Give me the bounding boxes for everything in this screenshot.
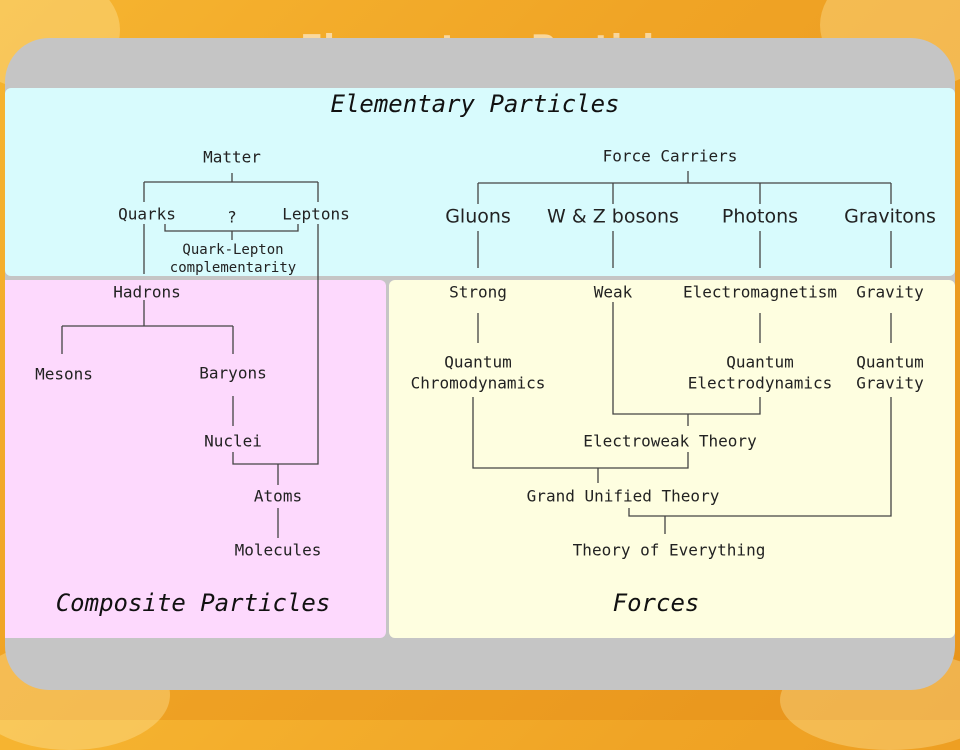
node-force-carriers: Force Carriers bbox=[602, 146, 738, 166]
composite-particles-region bbox=[5, 280, 386, 638]
node-gluons: Gluons bbox=[445, 205, 511, 228]
node-nuclei: Nuclei bbox=[204, 431, 262, 451]
composite-particles-title: Composite Particles bbox=[55, 589, 331, 617]
node-gravity: Gravity bbox=[856, 282, 924, 302]
forces-region bbox=[389, 280, 955, 638]
node-quark-lepton-line1: Quark-Lepton bbox=[182, 242, 284, 258]
node-theory-of-everything: Theory of Everything bbox=[572, 540, 766, 560]
forces-title: Forces bbox=[612, 589, 700, 617]
node-quark-lepton-line2: complementarity bbox=[169, 260, 297, 276]
node-matter: Matter bbox=[203, 147, 261, 167]
node-gravitons: Gravitons bbox=[844, 205, 936, 228]
node-qg-line1: Quantum bbox=[856, 352, 924, 372]
node-qcd-line1: Quantum bbox=[444, 352, 512, 372]
node-leptons: Leptons bbox=[282, 204, 350, 224]
node-electroweak-theory: Electroweak Theory bbox=[583, 431, 757, 451]
node-wz-bosons: W & Z bosons bbox=[547, 205, 679, 228]
node-qed-line1: Quantum bbox=[726, 352, 794, 372]
node-electromagnetism: Electromagnetism bbox=[682, 282, 838, 302]
node-weak: Weak bbox=[593, 282, 633, 302]
node-photons: Photons bbox=[721, 205, 799, 228]
node-qcd-line2: Chromodynamics bbox=[410, 373, 546, 393]
node-atoms: Atoms bbox=[253, 486, 303, 506]
node-hadrons: Hadrons bbox=[113, 282, 181, 302]
node-qg-line2: Gravity bbox=[856, 373, 924, 393]
elementary-particles-title: Elementary Particles bbox=[330, 90, 620, 118]
node-molecules: Molecules bbox=[234, 540, 322, 560]
node-mesons: Mesons bbox=[35, 364, 93, 384]
node-quarks: Quarks bbox=[118, 204, 176, 224]
node-grand-unified-theory: Grand Unified Theory bbox=[526, 486, 720, 506]
diagram-panel: Elementary Particles Composite Particles… bbox=[5, 38, 955, 690]
node-qed-line2: Electrodynamics bbox=[687, 373, 833, 393]
connector-lines bbox=[61, 171, 892, 538]
node-baryons: Baryons bbox=[199, 363, 267, 383]
node-strong: Strong bbox=[449, 282, 507, 302]
node-question-mark: ? bbox=[227, 207, 237, 227]
